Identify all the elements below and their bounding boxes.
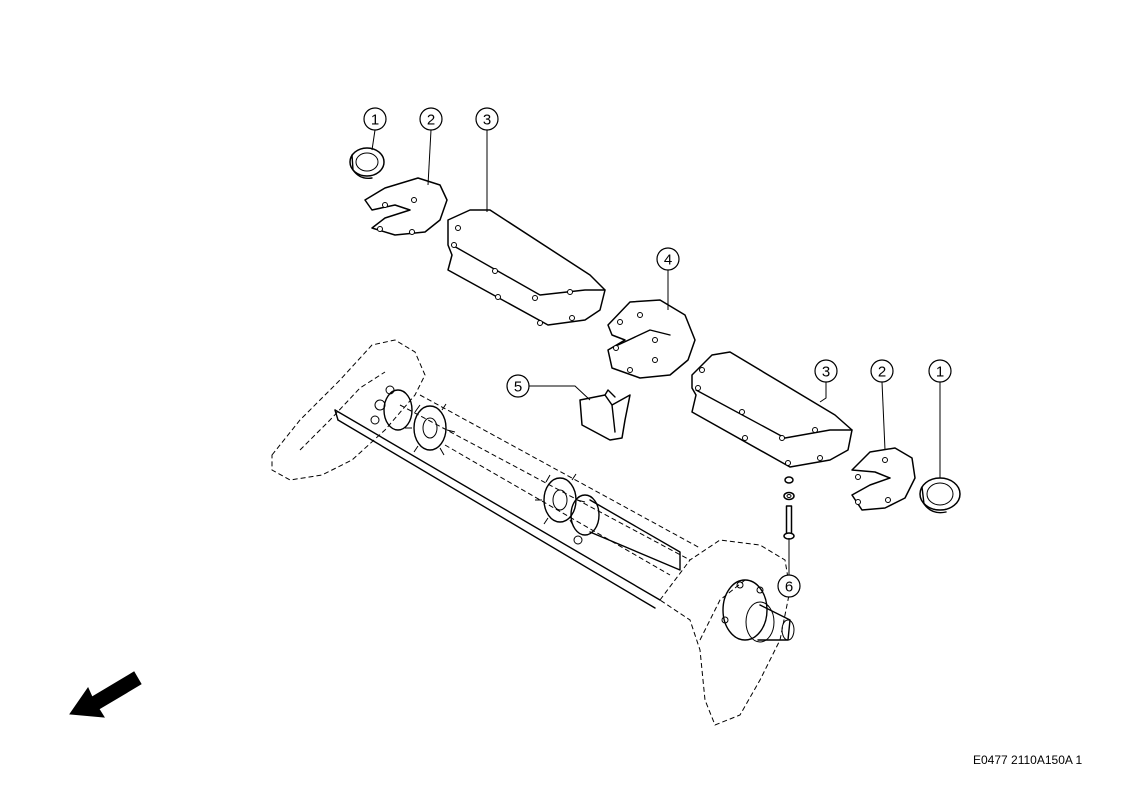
part-2-small-guard-left xyxy=(364,177,448,236)
leader-lines xyxy=(371,129,941,575)
drawing-code: E0477 2110A150A 1 xyxy=(973,753,1083,767)
callout-1-upper: 1 xyxy=(363,107,387,131)
direction-arrow-icon xyxy=(69,671,142,718)
part-2-small-guard-right xyxy=(851,447,916,511)
part-3-large-guard-upper xyxy=(447,209,606,326)
part-4-center-guard xyxy=(607,299,696,379)
callout-2-upper: 2 xyxy=(419,107,443,131)
callout-label: 1 xyxy=(371,112,379,129)
callout-label: 4 xyxy=(664,252,672,269)
callout-1-lower: 1 xyxy=(928,359,952,383)
callout-4: 4 xyxy=(656,247,680,271)
left-sprocket-assembly xyxy=(370,385,456,456)
chassis-frame xyxy=(271,339,791,726)
part-6-bolt-assembly xyxy=(783,476,795,540)
callout-label: 3 xyxy=(483,112,491,129)
part-5-bracket xyxy=(579,389,631,441)
callout-2-lower: 2 xyxy=(870,359,894,383)
callout-label: 5 xyxy=(514,379,522,396)
callout-3-lower: 3 xyxy=(814,359,838,383)
callout-label: 2 xyxy=(427,112,435,129)
callout-label: 6 xyxy=(785,579,793,596)
callout-label: 1 xyxy=(936,364,944,381)
part-1-end-cap-right xyxy=(919,477,961,514)
callout-label: 3 xyxy=(822,364,830,381)
callout-6: 6 xyxy=(777,574,801,598)
callout-3-upper: 3 xyxy=(475,107,499,131)
right-bearing-assembly xyxy=(721,579,795,643)
part-1-end-cap-left xyxy=(349,147,385,180)
part-3-large-guard-lower xyxy=(691,351,853,468)
callout-5: 5 xyxy=(506,374,530,398)
callout-label: 2 xyxy=(878,364,886,381)
middle-sprocket-assembly xyxy=(535,473,681,571)
